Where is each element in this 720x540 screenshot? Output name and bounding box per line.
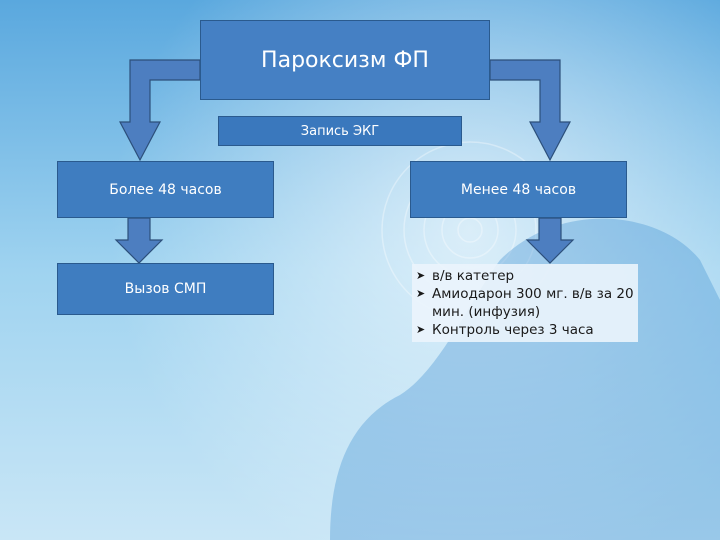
arrow-bullet-icon: ➤ [416, 287, 426, 300]
right-actions-list: ➤в/в катетер ➤Амиодарон 300 мг. в/в за 2… [412, 264, 638, 342]
arrow-bullet-icon: ➤ [416, 269, 426, 282]
branch-more-than-48h: Более 48 часов [57, 161, 274, 218]
elbow-arrow-left [119, 59, 201, 162]
arrow-bullet-icon: ➤ [416, 323, 426, 336]
down-arrow-right [525, 217, 575, 264]
action-item: ➤в/в катетер [416, 268, 515, 284]
action-item: ➤Контроль через 3 часа [416, 322, 594, 338]
root-node-title: Пароксизм ФП [200, 20, 490, 100]
elbow-arrow-right [489, 59, 571, 162]
call-ambulance-node: Вызов СМП [57, 263, 274, 315]
ecg-node: Запись ЭКГ [218, 116, 462, 146]
action-item: ➤Амиодарон 300 мг. в/в за 20 мин. (инфуз… [416, 286, 634, 320]
down-arrow-left [114, 217, 164, 264]
branch-less-than-48h: Менее 48 часов [410, 161, 627, 218]
